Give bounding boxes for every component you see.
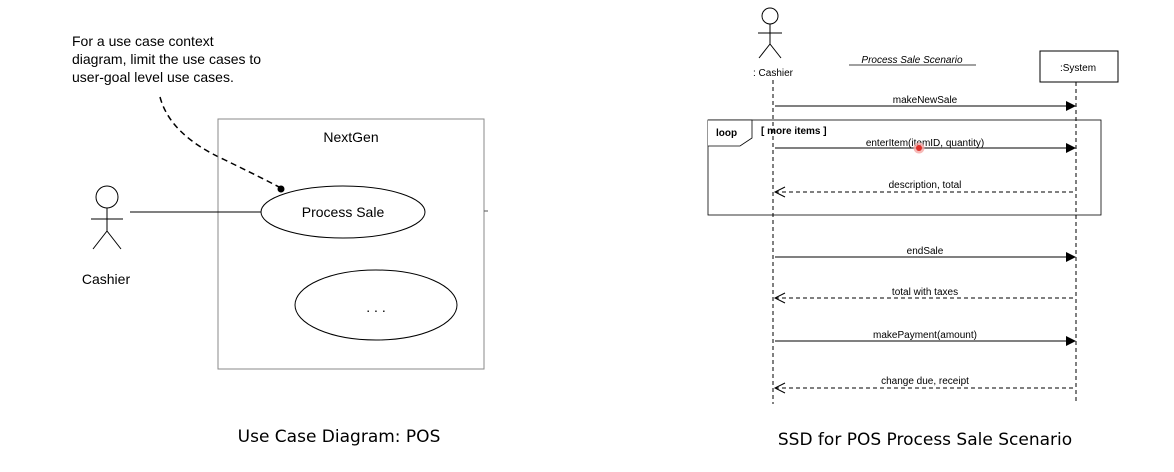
- message-label: makePayment(amount): [873, 330, 977, 341]
- use-case-diagram: For a use case context diagram, limit th…: [72, 33, 488, 447]
- message-label: total with taxes: [892, 287, 958, 298]
- note-connector: [159, 96, 282, 189]
- pointer-dot: [916, 145, 922, 151]
- message-arrowhead: [1066, 143, 1076, 153]
- message-label: enterItem(itemID, quantity): [866, 138, 984, 149]
- ssd-title: Process Sale Scenario: [861, 55, 963, 66]
- note-line-3: user-goal level use cases.: [72, 69, 234, 85]
- ssd-cashier-actor-icon: [758, 7, 782, 59]
- loop-tag: [708, 119, 753, 147]
- ssd-system-box: [1039, 50, 1119, 83]
- message-label: makeNewSale: [893, 95, 958, 106]
- message-label: description, total: [889, 180, 962, 191]
- use-case-more: [294, 269, 458, 341]
- note-line-1: For a use case context: [72, 33, 214, 49]
- return-arrowhead: [773, 186, 786, 198]
- note-line-2: diagram, limit the use cases to: [72, 51, 261, 67]
- use-case-caption: Use Case Diagram: POS: [238, 427, 441, 447]
- return-arrowhead: [773, 382, 786, 394]
- use-case-more-label: . . .: [366, 299, 385, 315]
- system-boundary: [217, 118, 485, 370]
- loop-frame: [707, 119, 1102, 216]
- use-case-process-sale-label: Process Sale: [302, 204, 385, 220]
- loop-guard: [ more items ]: [761, 126, 827, 137]
- return-arrowhead: [773, 292, 786, 304]
- loop-label: loop: [716, 128, 737, 139]
- ssd-system-label: :System: [1060, 63, 1096, 74]
- cashier-actor-icon: [91, 185, 123, 250]
- message-label: change due, receipt: [881, 376, 969, 387]
- ssd-actor-label: : Cashier: [753, 68, 794, 79]
- use-case-process-sale: [260, 185, 426, 239]
- message-arrowhead: [1066, 101, 1076, 111]
- message-arrowhead: [1066, 252, 1076, 262]
- system-sequence-diagram: Process Sale Scenario : Cashier :System …: [707, 7, 1119, 450]
- note-connector-dot: [277, 185, 285, 193]
- system-name: NextGen: [323, 129, 378, 145]
- message-arrowhead: [1066, 336, 1076, 346]
- message-label: endSale: [907, 246, 944, 257]
- ssd-caption: SSD for POS Process Sale Scenario: [778, 430, 1072, 450]
- actor-label: Cashier: [82, 271, 131, 287]
